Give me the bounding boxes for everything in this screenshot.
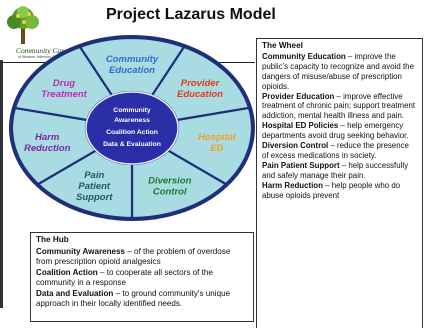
slide-frame-left — [0, 60, 3, 308]
wheel-item: Hospital ED Policies – help emergency de… — [262, 121, 417, 141]
wheel-item-text: – help people who do abuse opioids preve… — [262, 180, 401, 200]
wheel-item-text: – help emergency departments avoid drug … — [262, 121, 409, 141]
wheel-item-text: – help successfully and safely manage th… — [262, 160, 409, 180]
wheel-item-term: Community Education — [262, 51, 346, 61]
hub-item: Coalition Action – to cooperate all sect… — [36, 268, 248, 289]
hub-center-label: Community — [113, 107, 151, 114]
wheel-item: Community Education – improve the public… — [262, 52, 417, 92]
wheel-description-box: The Wheel Community Education – improve … — [256, 38, 423, 328]
wheel-item-text: – reduce the presence of excess medicati… — [262, 141, 409, 160]
hub-item-text: – of the problem of overdose from prescr… — [36, 246, 231, 267]
wheel-item-term: Harm Reduction — [262, 180, 323, 190]
wheel-title: The Wheel — [262, 41, 303, 50]
wheel-item: Pain Patient Support – help successfully… — [262, 161, 417, 181]
community-care-logo: Community Care of Western Jefferson Coun… — [4, 4, 100, 60]
hub-item-term: Community Awareness — [36, 246, 126, 256]
hub-item-term: Coalition Action — [36, 267, 98, 277]
hub-center-label: Coalition Action — [106, 129, 158, 136]
wheel-item-term: Hospital ED Policies — [262, 121, 339, 131]
wheel-item-text: – improve the public's capacity to recog… — [262, 51, 414, 91]
logo-name: Community Care — [16, 46, 68, 55]
hub-title: The Hub — [36, 235, 69, 244]
hub-description-box: The Hub Community Awareness – of the pro… — [30, 232, 254, 322]
wheel-hub — [85, 91, 179, 165]
hub-center-label: Data & Evaluation — [103, 141, 161, 148]
hub-item-text: – to ground community's unique approach … — [36, 288, 231, 309]
wheel-item: Provider Education – improve effective t… — [262, 92, 417, 122]
wheel-item-text: – improve effective treatment of chronic… — [262, 91, 416, 121]
logo-subtitle: of Western Jefferson County — [18, 55, 64, 59]
hub-item-term: Data and Evaluation — [36, 288, 114, 298]
tree-logo-icon — [7, 6, 39, 44]
wheel-item: Diversion Control – reduce the presence … — [262, 141, 417, 161]
hub-center-label: Awareness — [114, 117, 150, 124]
hub-item: Data and Evaluation – to ground communit… — [36, 289, 248, 310]
wheel-item-term: Pain Patient Support — [262, 160, 340, 170]
page-title: Project Lazarus Model — [106, 6, 276, 23]
hub-item-text: – to cooperate all sectors of the commun… — [36, 267, 213, 288]
wheel-item-term: Provider Education — [262, 91, 335, 101]
wheel-item-term: Diversion Control — [262, 141, 329, 151]
wheel-item: Harm Reduction – help people who do abus… — [262, 181, 417, 201]
hub-item: Community Awareness – of the problem of … — [36, 247, 248, 268]
